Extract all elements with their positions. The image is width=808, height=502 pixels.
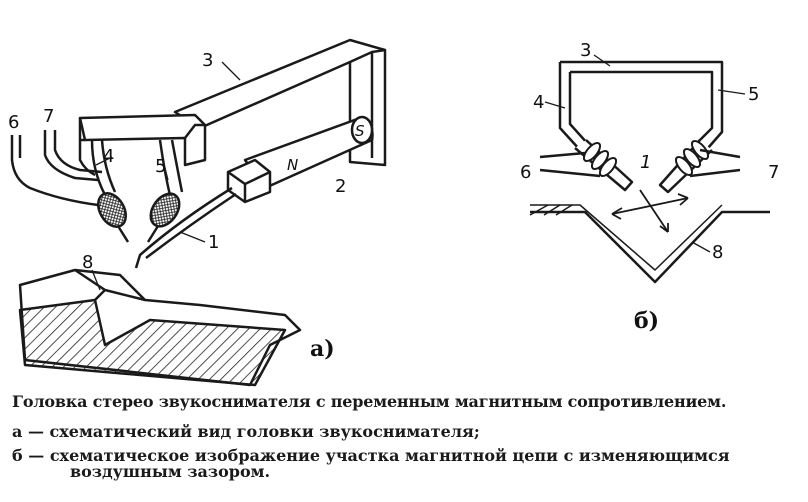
label-a-7: 7 xyxy=(43,106,54,127)
panel-a-labels: 1 2 3 4 5 6 7 8 N S а) xyxy=(8,50,365,362)
panel-b-labels: 1 3 4 5 6 7 8 б) xyxy=(520,40,779,334)
label-a-8: 8 xyxy=(82,252,93,273)
pickup-diagram: 1 2 3 4 5 6 7 8 N S а) 1 3 4 5 6 7 8 б) xyxy=(8,38,779,387)
leader-lines xyxy=(91,54,746,291)
caption-line-b: б — схематическое изображение участка ма… xyxy=(12,448,802,480)
label-a-6: 6 xyxy=(8,112,19,133)
label-a-1: 1 xyxy=(208,232,219,253)
label-a-5: 5 xyxy=(155,156,166,177)
label-b-5: 5 xyxy=(748,84,759,105)
label-a-3: 3 xyxy=(202,50,213,71)
label-magnet-s: S xyxy=(355,122,365,140)
label-b-4: 4 xyxy=(533,92,544,113)
label-b-3: 3 xyxy=(580,40,591,61)
label-a-2: 2 xyxy=(335,176,346,197)
panel-b-label: б) xyxy=(634,308,659,334)
label-b-1: 1 xyxy=(640,152,651,173)
label-b-7: 7 xyxy=(768,162,779,183)
caption-line-b-1: б — схематическое изображение участка ма… xyxy=(12,446,730,465)
panel-b-drawing xyxy=(529,60,770,284)
caption-line-b-2: воздушным зазором. xyxy=(70,462,271,481)
panel-a-label: а) xyxy=(310,336,335,362)
caption-line-a: а — схематический вид головки звукоснима… xyxy=(12,422,480,441)
caption-title: Головка стерео звукоснимателя с переменн… xyxy=(12,392,727,411)
label-b-8: 8 xyxy=(712,242,723,263)
label-b-6: 6 xyxy=(520,162,531,183)
label-magnet-n: N xyxy=(287,156,298,174)
panel-a-drawing xyxy=(10,38,387,387)
label-a-4: 4 xyxy=(103,146,114,167)
